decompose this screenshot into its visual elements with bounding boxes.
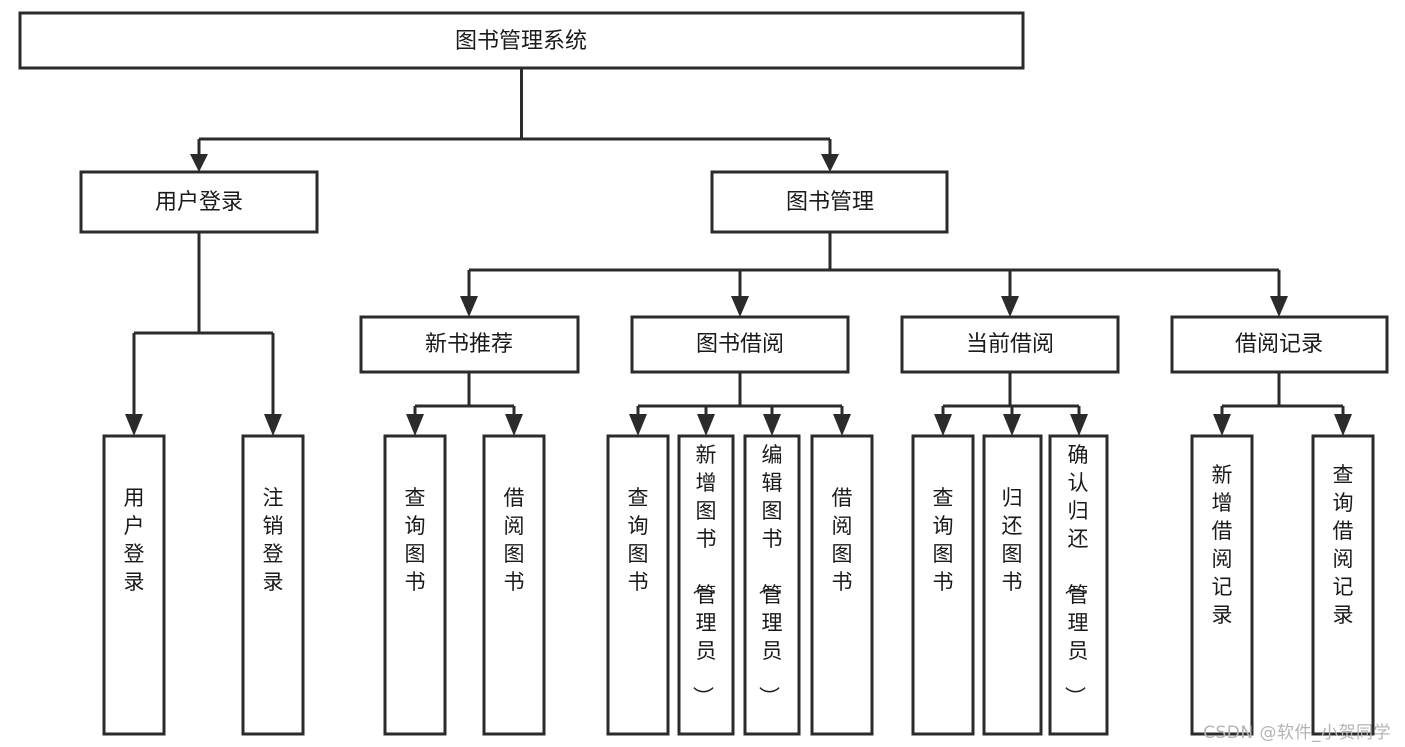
arrowhead-bl-edit bbox=[763, 414, 781, 436]
node-leaf-user-login[interactable]: 用户登录 bbox=[102, 434, 166, 736]
node-leaf-bl-query-label: 查询图书 bbox=[628, 486, 649, 594]
node-leaf-bl-add-box[interactable] bbox=[677, 434, 735, 736]
arrowhead-user-login bbox=[190, 154, 208, 172]
node-new-book-label: 新书推荐 bbox=[425, 332, 513, 357]
node-leaf-cb-confirm[interactable]: 确认归还（管理员） bbox=[1048, 434, 1109, 736]
node-leaf-bl-query[interactable]: 查询图书 bbox=[606, 434, 670, 736]
node-leaf-nb-query-box[interactable] bbox=[383, 434, 447, 736]
connector-layer bbox=[125, 68, 1352, 436]
node-root[interactable]: 图书管理系统 bbox=[18, 11, 1025, 70]
node-leaf-bl-add-label: 新增图书（管理员） bbox=[691, 443, 717, 707]
node-leaf-nb-borrow-label: 借阅图书 bbox=[504, 486, 525, 594]
node-leaf-cb-query-box[interactable] bbox=[911, 434, 975, 736]
arrowhead-nb-query bbox=[406, 414, 424, 436]
arrowhead-rec-query bbox=[1334, 414, 1352, 436]
arrowhead-rec-add bbox=[1213, 414, 1231, 436]
node-leaf-logout[interactable]: 注销登录 bbox=[241, 434, 305, 736]
node-leaf-rec-add-box[interactable] bbox=[1190, 434, 1254, 736]
node-book-borrow[interactable]: 图书借阅 bbox=[630, 315, 850, 374]
node-leaf-nb-query[interactable]: 查询图书 bbox=[383, 434, 447, 736]
node-book-mgmt[interactable]: 图书管理 bbox=[710, 170, 949, 234]
node-current-borrow-label: 当前借阅 bbox=[966, 332, 1054, 357]
node-leaf-bl-borrow-box[interactable] bbox=[810, 434, 874, 736]
node-new-book-box[interactable] bbox=[359, 315, 580, 374]
node-leaf-rec-query-label: 查询借阅记录 bbox=[1333, 463, 1354, 627]
node-user-login-box[interactable] bbox=[79, 170, 319, 234]
node-root-label: 图书管理系统 bbox=[455, 29, 587, 54]
node-borrow-record[interactable]: 借阅记录 bbox=[1170, 315, 1389, 374]
node-leaf-bl-borrow[interactable]: 借阅图书 bbox=[810, 434, 874, 736]
node-leaf-bl-edit-box[interactable] bbox=[743, 434, 801, 736]
node-leaf-cb-return-box[interactable] bbox=[982, 434, 1043, 736]
arrowhead-bl-add bbox=[697, 414, 715, 436]
node-leaf-bl-edit-label: 编辑图书（管理员） bbox=[757, 443, 783, 707]
node-leaf-nb-borrow[interactable]: 借阅图书 bbox=[482, 434, 546, 736]
node-current-borrow[interactable]: 当前借阅 bbox=[900, 315, 1120, 374]
arrowhead-current bbox=[1001, 296, 1019, 317]
node-book-borrow-label: 图书借阅 bbox=[696, 332, 784, 357]
node-root-box[interactable] bbox=[18, 11, 1025, 70]
node-leaf-bl-edit[interactable]: 编辑图书（管理员） bbox=[743, 434, 801, 736]
node-leaf-user-login-label: 用户登录 bbox=[124, 486, 145, 594]
node-borrow-record-label: 借阅记录 bbox=[1235, 332, 1323, 357]
node-leaf-rec-query-box[interactable] bbox=[1311, 434, 1375, 736]
csdn-watermark: CSDN @软件_小贺同学 bbox=[1203, 723, 1391, 743]
arrowhead-leaf-user-login bbox=[125, 414, 143, 436]
node-leaf-cb-query-label: 查询图书 bbox=[933, 486, 954, 594]
node-leaf-rec-add[interactable]: 新增借阅记录 bbox=[1190, 434, 1254, 736]
arrowhead-record bbox=[1270, 296, 1288, 317]
node-leaf-bl-query-box[interactable] bbox=[606, 434, 670, 736]
node-leaf-cb-confirm-label: 确认归还（管理员） bbox=[1063, 443, 1089, 707]
arrowhead-new-book bbox=[460, 296, 478, 317]
node-leaf-bl-add[interactable]: 新增图书（管理员） bbox=[677, 434, 735, 736]
node-leaf-bl-borrow-label: 借阅图书 bbox=[832, 486, 853, 594]
node-user-login-label: 用户登录 bbox=[155, 190, 243, 215]
arrowhead-bl-query bbox=[629, 414, 647, 436]
node-leaf-nb-query-label: 查询图书 bbox=[405, 486, 426, 594]
arrowhead-cb-return bbox=[1003, 414, 1021, 436]
node-leaf-cb-return[interactable]: 归还图书 bbox=[982, 434, 1043, 736]
node-leaf-cb-confirm-box[interactable] bbox=[1048, 434, 1109, 736]
node-new-book[interactable]: 新书推荐 bbox=[359, 315, 580, 374]
node-leaf-user-login-box[interactable] bbox=[102, 434, 166, 736]
node-user-login[interactable]: 用户登录 bbox=[79, 170, 319, 234]
node-layer: 图书管理系统 用户登录 图书管理 新书推荐 图书借阅 bbox=[18, 11, 1389, 736]
arrowhead-bl-borrow bbox=[833, 414, 851, 436]
arrowhead-borrow bbox=[731, 296, 749, 317]
arrowhead-leaf-logout bbox=[264, 414, 282, 436]
node-book-borrow-box[interactable] bbox=[630, 315, 850, 374]
node-borrow-record-box[interactable] bbox=[1170, 315, 1389, 374]
node-book-mgmt-box[interactable] bbox=[710, 170, 949, 234]
node-leaf-rec-query[interactable]: 查询借阅记录 bbox=[1311, 434, 1375, 736]
node-current-borrow-box[interactable] bbox=[900, 315, 1120, 374]
node-book-mgmt-label: 图书管理 bbox=[786, 190, 874, 215]
arrowhead-book-mgmt bbox=[821, 154, 839, 172]
node-leaf-logout-label: 注销登录 bbox=[263, 486, 284, 594]
arrowhead-nb-borrow bbox=[505, 414, 523, 436]
node-leaf-cb-return-label: 归还图书 bbox=[1002, 486, 1023, 594]
node-leaf-logout-box[interactable] bbox=[241, 434, 305, 736]
arrowhead-cb-confirm bbox=[1070, 414, 1088, 436]
node-leaf-cb-query[interactable]: 查询图书 bbox=[911, 434, 975, 736]
node-leaf-rec-add-label: 新增借阅记录 bbox=[1212, 463, 1233, 627]
node-leaf-nb-borrow-box[interactable] bbox=[482, 434, 546, 736]
arrowhead-cb-query bbox=[934, 414, 952, 436]
